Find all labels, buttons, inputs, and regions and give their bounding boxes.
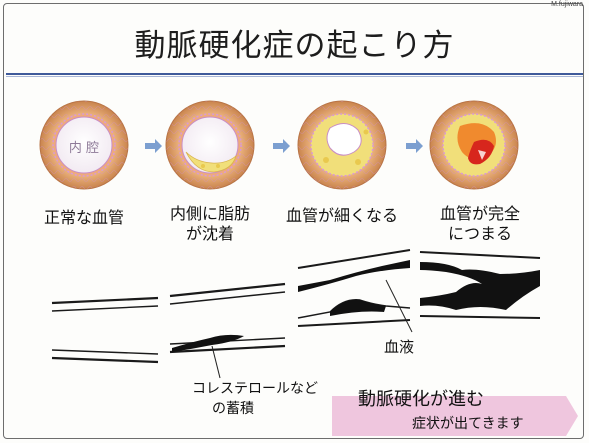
arrow-right-icon	[406, 139, 423, 153]
vessel-cross-section-normal: 内 腔	[40, 101, 128, 189]
vessel-longitudinal-fatty	[170, 284, 285, 352]
vessel-cross-section-fatty	[166, 101, 254, 189]
arrow-right-icon	[145, 139, 162, 153]
vessel-longitudinal-narrowed	[298, 250, 410, 326]
arrow-right-icon	[273, 139, 290, 153]
stage-label-normal: 正常な血管	[14, 208, 154, 228]
blood-label: 血液	[384, 336, 414, 357]
cholesterol-label-line2: の蓄積	[212, 398, 254, 418]
vessel-cross-section-narrowed	[298, 101, 386, 189]
stage-label-narrowed: 血管が細くなる	[272, 206, 412, 226]
banner-symptom-text: 症状が出てきます	[412, 413, 524, 433]
vessel-longitudinal-normal	[52, 298, 158, 362]
stage-label-fatty: 内側に脂肪 が沈着	[140, 204, 280, 244]
vessel-longitudinal-occluded	[420, 252, 540, 318]
lumen-label: 内 腔	[69, 140, 99, 156]
banner-progress-text: 動脈硬化が進む	[358, 385, 484, 411]
cholesterol-pointer-line	[212, 346, 220, 378]
cholesterol-label-line1: コレステロールなど	[192, 378, 318, 398]
stage-label-occluded: 血管が完全 につまる	[410, 204, 550, 244]
vessel-cross-section-occluded	[430, 101, 518, 189]
